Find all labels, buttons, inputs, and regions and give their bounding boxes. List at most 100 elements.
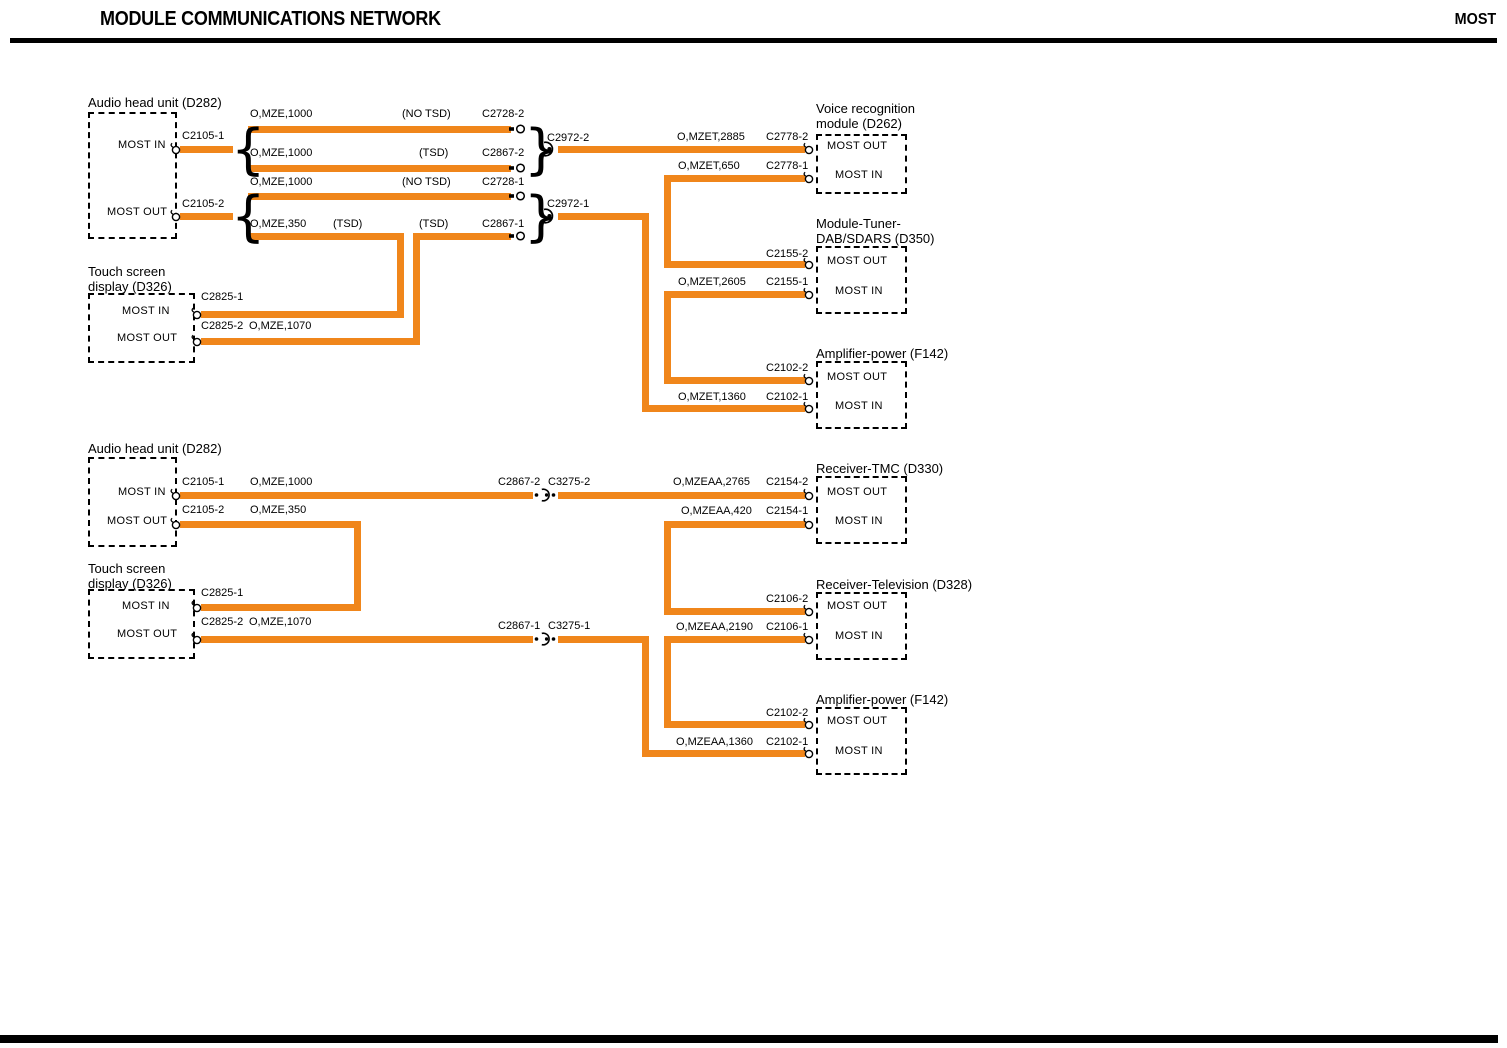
inline-connector-label: C3275-1 [548, 620, 591, 632]
branch-end-connector-icon [509, 231, 526, 241]
wire [664, 175, 671, 268]
connector-label: C2105-1 [182, 476, 225, 488]
module-box-tmc [816, 476, 907, 544]
inline-connector-label: C3275-2 [548, 476, 591, 488]
module-connector-icon [191, 307, 202, 320]
connector-label: C2154-1 [766, 505, 809, 517]
port-label: MOST IN [835, 745, 883, 757]
port-label: MOST OUT [107, 206, 168, 218]
brace-icon: { [231, 185, 266, 248]
connector-label: C2825-2 [201, 320, 244, 332]
wire [664, 377, 805, 384]
inline-connector-icon [534, 632, 556, 646]
wire [248, 193, 511, 200]
port-label: MOST IN [835, 515, 883, 527]
wire [664, 636, 671, 728]
wire [201, 338, 420, 345]
module-title-dab-line1: Module-Tuner- [816, 216, 901, 231]
junction-connector-icon [543, 208, 554, 224]
circuit-label: O,MZET,650 [678, 160, 740, 172]
module-title-touch1-line2: display (D326) [88, 279, 172, 294]
circuit-label: O,MZET,2885 [677, 131, 745, 143]
wire [397, 233, 404, 318]
wire [180, 146, 233, 153]
module-box-tv [816, 592, 907, 660]
connector-label: C2102-1 [766, 736, 809, 748]
module-connector-icon [803, 142, 814, 155]
wire [664, 291, 671, 384]
connector-label: C2106-1 [766, 621, 809, 633]
circuit-label: O,MZEAA,2765 [673, 476, 751, 488]
circuit-label: O,MZE,350 [250, 504, 307, 516]
module-box-touch1 [88, 293, 195, 363]
module-connector-icon [170, 517, 181, 530]
module-title-amp2: Amplifier-power (F142) [816, 692, 949, 707]
module-connector-icon [191, 632, 202, 645]
wire [180, 213, 233, 220]
wire [558, 636, 649, 643]
module-title-touch2-line1: Touch screen [88, 561, 166, 576]
wire [642, 636, 649, 757]
module-title-tv: Receiver-Television (D328) [816, 577, 973, 592]
wire [180, 521, 361, 528]
connector-label: C2155-2 [766, 248, 809, 260]
wire [413, 233, 420, 345]
circuit-label: O,MZE,1070 [249, 616, 312, 628]
port-label: MOST OUT [117, 332, 178, 344]
circuit-label: O,MZEAA,420 [681, 505, 752, 517]
wire [248, 126, 511, 133]
wire [642, 750, 805, 757]
wire [558, 492, 805, 499]
connector-label: C2867-2 [482, 147, 525, 159]
footer-rule [0, 1035, 1498, 1043]
port-label: MOST IN [118, 486, 166, 498]
wire [201, 636, 533, 643]
module-title-touch1-line1: Touch screen [88, 264, 166, 279]
module-box-amp2 [816, 707, 907, 775]
module-title-amp1: Amplifier-power (F142) [816, 346, 949, 361]
port-label: MOST OUT [827, 486, 888, 498]
circuit-label: O,MZEAA,2190 [676, 621, 754, 633]
circuit-label: O,MZE,1000 [250, 176, 313, 188]
connector-label: C2825-1 [201, 587, 244, 599]
port-label: MOST IN [122, 600, 170, 612]
wire [664, 608, 805, 615]
module-box-amp1 [816, 361, 907, 429]
connector-label: C2105-2 [182, 504, 225, 516]
module-title-audio1: Audio head unit (D282) [88, 95, 222, 110]
option-tag: (TSD) [419, 147, 449, 159]
connector-label: C2106-2 [766, 593, 809, 605]
module-connector-icon [803, 287, 814, 300]
brace-icon: { [231, 118, 266, 181]
module-title-touch2-line2: display (D326) [88, 576, 172, 591]
option-tag: (TSD) [419, 218, 449, 230]
wire [354, 521, 361, 611]
connector-label: C2154-2 [766, 476, 809, 488]
branch-end-connector-icon [509, 191, 526, 201]
wire [642, 213, 649, 412]
circuit-label: O,MZE,1000 [250, 476, 313, 488]
module-connector-icon [170, 142, 181, 155]
module-connector-icon [803, 257, 814, 270]
port-label: MOST OUT [827, 255, 888, 267]
module-connector-icon [803, 717, 814, 730]
port-label: MOST IN [118, 139, 166, 151]
wire [642, 405, 805, 412]
module-title-voice-line2: module (D262) [816, 116, 902, 131]
option-tag: (NO TSD) [402, 176, 451, 188]
header-tag: MOST [1454, 11, 1496, 28]
connector-label: C2728-2 [482, 108, 525, 120]
circuit-label: O,MZET,1360 [678, 391, 746, 403]
module-connector-icon [803, 488, 814, 501]
module-box-touch2 [88, 589, 195, 659]
wire [413, 233, 511, 240]
page-title: MODULE COMMUNICATIONS NETWORK [100, 8, 441, 30]
wire [248, 165, 511, 172]
wire [248, 233, 404, 240]
module-connector-icon [803, 746, 814, 759]
module-connector-icon [803, 401, 814, 414]
connector-label: C2102-1 [766, 391, 809, 403]
port-label: MOST IN [835, 630, 883, 642]
inline-connector-label: C2867-2 [498, 476, 541, 488]
